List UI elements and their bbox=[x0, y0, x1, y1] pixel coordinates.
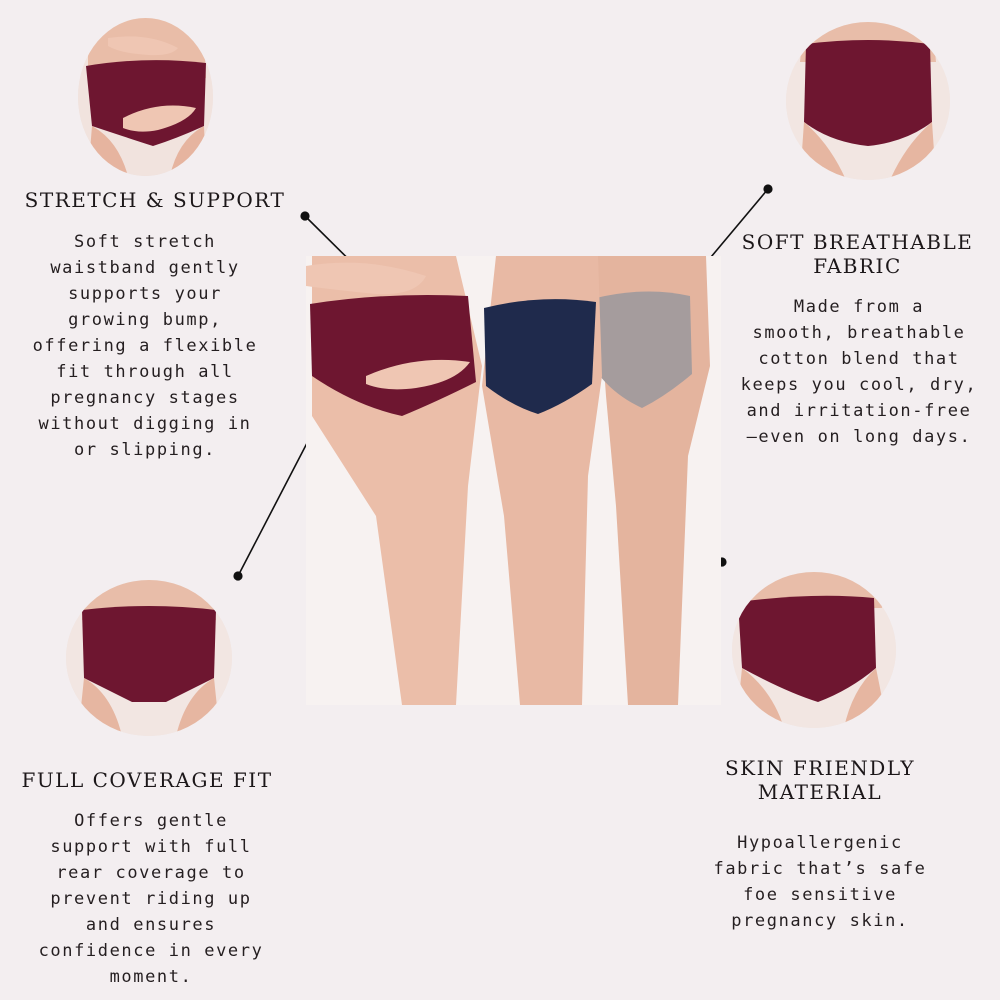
skin-friendly-heading-line: SKIN FRIENDLY bbox=[724, 756, 916, 780]
soft-breathable-line: smooth, breathable bbox=[752, 323, 966, 343]
stretch-support-line: or slipping. bbox=[73, 440, 217, 460]
stretch-support-line: waistband gently bbox=[50, 258, 240, 278]
stretch-support-line: supports your bbox=[68, 284, 222, 304]
full-coverage-line: support with full bbox=[50, 837, 252, 857]
full-coverage-line: Offers gentle bbox=[74, 811, 228, 831]
soft-breathable-heading: SOFT BREATHABLE FABRIC bbox=[730, 230, 985, 278]
soft-breathable-line: cotton blend that bbox=[758, 349, 960, 369]
stretch-support-line: growing bump, bbox=[68, 310, 222, 330]
full-coverage-line: prevent riding up bbox=[50, 889, 252, 909]
stretch-support-heading: STRETCH & SUPPORT bbox=[24, 188, 286, 212]
skin-friendly-heading-line: MATERIAL bbox=[757, 780, 883, 804]
skin-friendly-line: pregnancy skin. bbox=[731, 911, 909, 931]
soft-breathable-line: and irritation-free bbox=[746, 401, 972, 421]
full-coverage-line: rear coverage to bbox=[56, 863, 246, 883]
full-coverage-text: Offers gentle support with full rear cov… bbox=[26, 808, 276, 990]
stretch-support-line: fit through all bbox=[56, 362, 234, 382]
stretch-support-line: pregnancy stages bbox=[50, 388, 240, 408]
skin-friendly-text: Hypoallergenic fabric that’s safe foe se… bbox=[704, 830, 936, 934]
stretch-support-line: Soft stretch bbox=[73, 232, 217, 252]
skin-friendly-heading: SKIN FRIENDLY MATERIAL bbox=[700, 756, 940, 804]
skin-friendly-photo bbox=[732, 572, 896, 728]
soft-breathable-heading-line: SOFT BREATHABLE bbox=[741, 230, 974, 254]
full-coverage-photo bbox=[66, 580, 232, 736]
soft-breathable-heading-line: FABRIC bbox=[813, 254, 902, 278]
full-coverage-line: and ensures bbox=[85, 915, 217, 935]
soft-breathable-line: keeps you cool, dry, bbox=[740, 375, 978, 395]
stretch-support-photo bbox=[78, 18, 213, 176]
stretch-support-text: Soft stretch waistband gently supports y… bbox=[20, 229, 270, 463]
full-coverage-line: confidence in every bbox=[38, 941, 264, 961]
soft-breathable-text: Made from a smooth, breathable cotton bl… bbox=[733, 294, 985, 450]
stretch-support-line: without digging in bbox=[38, 414, 252, 434]
center-models-photo bbox=[306, 256, 721, 705]
full-coverage-line: moment. bbox=[109, 967, 193, 987]
skin-friendly-line: Hypoallergenic bbox=[737, 833, 903, 853]
skin-friendly-line: fabric that’s safe bbox=[713, 859, 927, 879]
soft-breathable-line: Made from a bbox=[793, 297, 925, 317]
soft-breathable-photo bbox=[786, 22, 950, 180]
skin-friendly-line: foe sensitive bbox=[743, 885, 897, 905]
stretch-support-line: offering a flexible bbox=[32, 336, 258, 356]
soft-breathable-line: —even on long days. bbox=[746, 427, 972, 447]
full-coverage-heading: FULL COVERAGE FIT bbox=[21, 768, 273, 792]
